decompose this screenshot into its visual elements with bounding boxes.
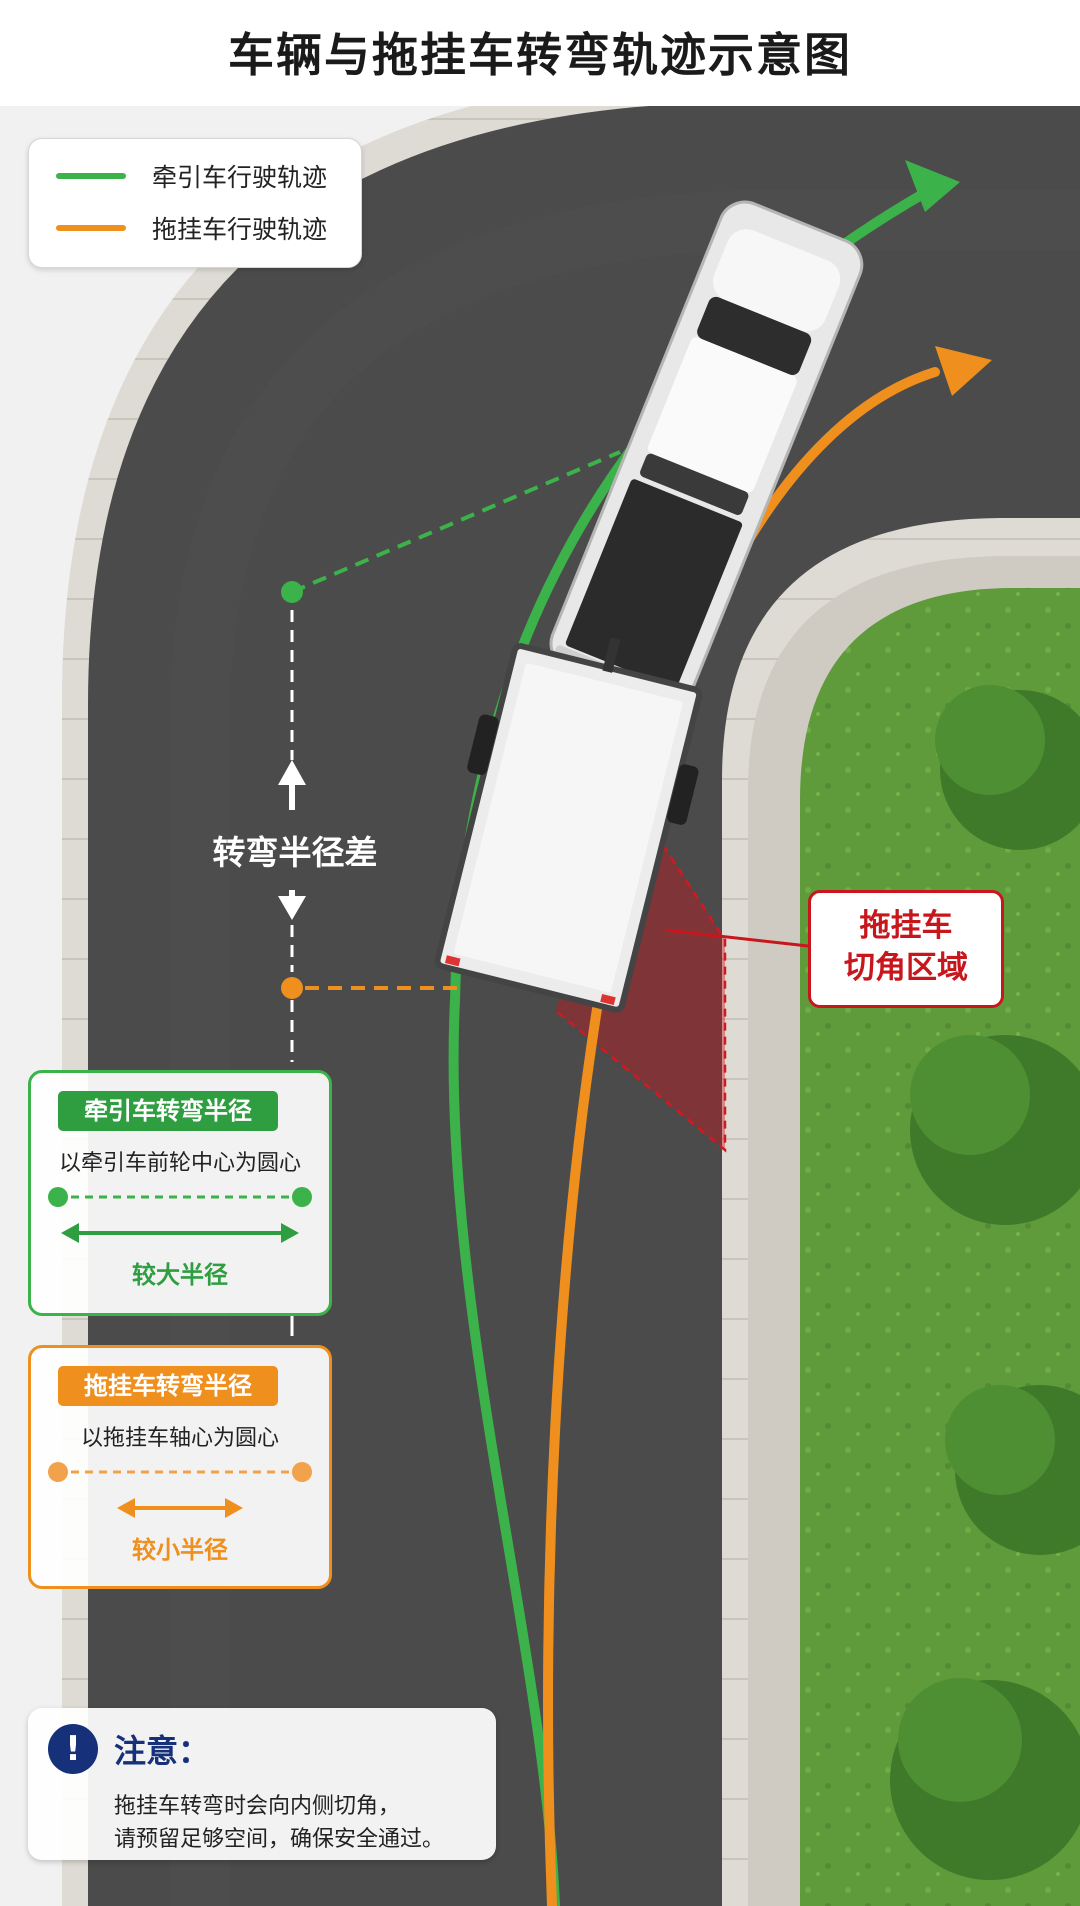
cut-zone-pointer-line xyxy=(664,928,809,948)
tractor-radius-tag: 牵引车转弯半径 xyxy=(58,1091,278,1131)
tractor-radius-guide xyxy=(291,450,621,594)
tractor-center-dot xyxy=(281,581,303,603)
tractor-radius-diagram xyxy=(48,1187,312,1243)
note-box: ! 注意： 拖挂车转弯时会向内侧切角， 请预留足够空间，确保安全通过。 xyxy=(28,1708,496,1860)
cut-zone-label-line1: 拖挂车 xyxy=(859,908,953,944)
exclamation-icon: ! xyxy=(48,1724,98,1774)
trailer-radius-description: 以拖挂车轴心为圆心 xyxy=(80,1426,279,1451)
trailer-radius-dimension: 较小半径 xyxy=(132,1536,228,1564)
trailer-radius-card: 拖挂车转弯半径 以拖挂车轴心为圆心 较小半径 xyxy=(28,1345,332,1589)
trailer-path-arrowhead xyxy=(935,346,992,396)
radius-difference-label: 转弯半径差 xyxy=(212,833,378,872)
cut-zone-area xyxy=(555,810,725,1150)
cut-zone-label: 拖挂车 切角区域 xyxy=(808,890,1004,1008)
trailer-center-dot xyxy=(281,977,303,999)
note-title: 注意： xyxy=(114,1732,211,1770)
legend-swatch-trailer xyxy=(56,225,126,231)
cut-zone-outline xyxy=(554,809,727,1153)
tractor-radius-card: 牵引车转弯半径 以牵引车前轮中心为圆心 较大半径 xyxy=(28,1070,332,1316)
legend-item-trailer: 拖挂车行驶轨迹 xyxy=(56,208,327,248)
tractor-path-arrowhead xyxy=(905,160,960,212)
page-title: 车辆与拖挂车转弯轨迹示意图 xyxy=(0,0,1080,106)
legend-label-tractor: 牵引车行驶轨迹 xyxy=(152,163,328,192)
arrow-down-icon xyxy=(278,896,306,920)
legend-item-tractor: 牵引车行驶轨迹 xyxy=(56,156,327,196)
legend-label-trailer: 拖挂车行驶轨迹 xyxy=(152,215,328,244)
cut-zone-label-line2: 切角区域 xyxy=(844,950,968,986)
tractor-radius-description: 以牵引车前轮中心为圆心 xyxy=(58,1151,301,1176)
tractor-radius-dimension: 较大半径 xyxy=(132,1261,228,1289)
shrubs xyxy=(890,685,1080,1880)
note-line-1: 拖挂车转弯时会向内侧切角， xyxy=(114,1794,401,1819)
trailer-radius-diagram xyxy=(48,1462,312,1518)
arrow-up-icon xyxy=(278,760,306,785)
note-line-2: 请预留足够空间，确保安全通过。 xyxy=(114,1827,445,1852)
legend xyxy=(28,138,362,268)
trailer-radius-tag: 拖挂车转弯半径 xyxy=(58,1366,278,1406)
legend-swatch-tractor xyxy=(56,173,126,179)
trailer xyxy=(434,637,703,1013)
